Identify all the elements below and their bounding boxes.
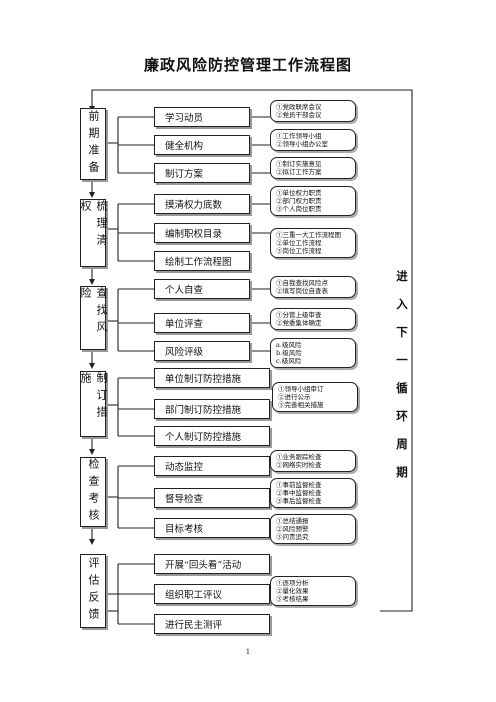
stage-inspection: 检查考核: [80, 457, 106, 527]
task-supervision-check: 督导检查: [154, 488, 270, 508]
stage-preparation: 前期准备: [80, 108, 106, 180]
task-study-mobilize: 学习动员: [154, 107, 250, 127]
page-number: 1: [245, 648, 251, 656]
task-dynamic-monitor: 动态监控: [154, 456, 270, 476]
task-staff-appraisal: 组织职工评议: [154, 584, 270, 604]
task-setup-organization: 健全机构: [154, 135, 250, 155]
task-power-inventory: 摸清权力底数: [154, 194, 250, 214]
task-personal-measures: 个人制订防控措施: [154, 426, 270, 446]
task-unit-review: 单位评查: [154, 313, 250, 333]
stage-find-risks: 查找风险: [79, 286, 108, 350]
task-look-back: 开展“回头看”活动: [154, 554, 270, 574]
task-unit-measures: 单位制订防控措施: [154, 368, 270, 388]
page-title: 廉政风险防控管理工作流程图: [143, 56, 352, 74]
task-department-measures: 部门制订防控措施: [154, 399, 270, 419]
task-formulate-plan: 制订方案: [154, 163, 250, 183]
stage-sort-powers: 梳理清权: [79, 199, 108, 267]
task-democratic-evaluation: 进行民主测评: [154, 614, 270, 634]
task-power-catalog: 编制职权目录: [154, 223, 250, 243]
task-draw-flowchart: 绘制工作流程图: [154, 251, 250, 271]
task-target-assessment: 目标考核: [154, 518, 270, 538]
stage-evaluation: 评估反馈: [80, 554, 106, 628]
task-risk-rating: 风险评级: [154, 341, 250, 361]
task-self-check: 个人自查: [154, 279, 250, 299]
next-cycle-label: 进入下一 循环周期: [396, 269, 408, 479]
stage-measures: 制订措施: [79, 371, 108, 437]
